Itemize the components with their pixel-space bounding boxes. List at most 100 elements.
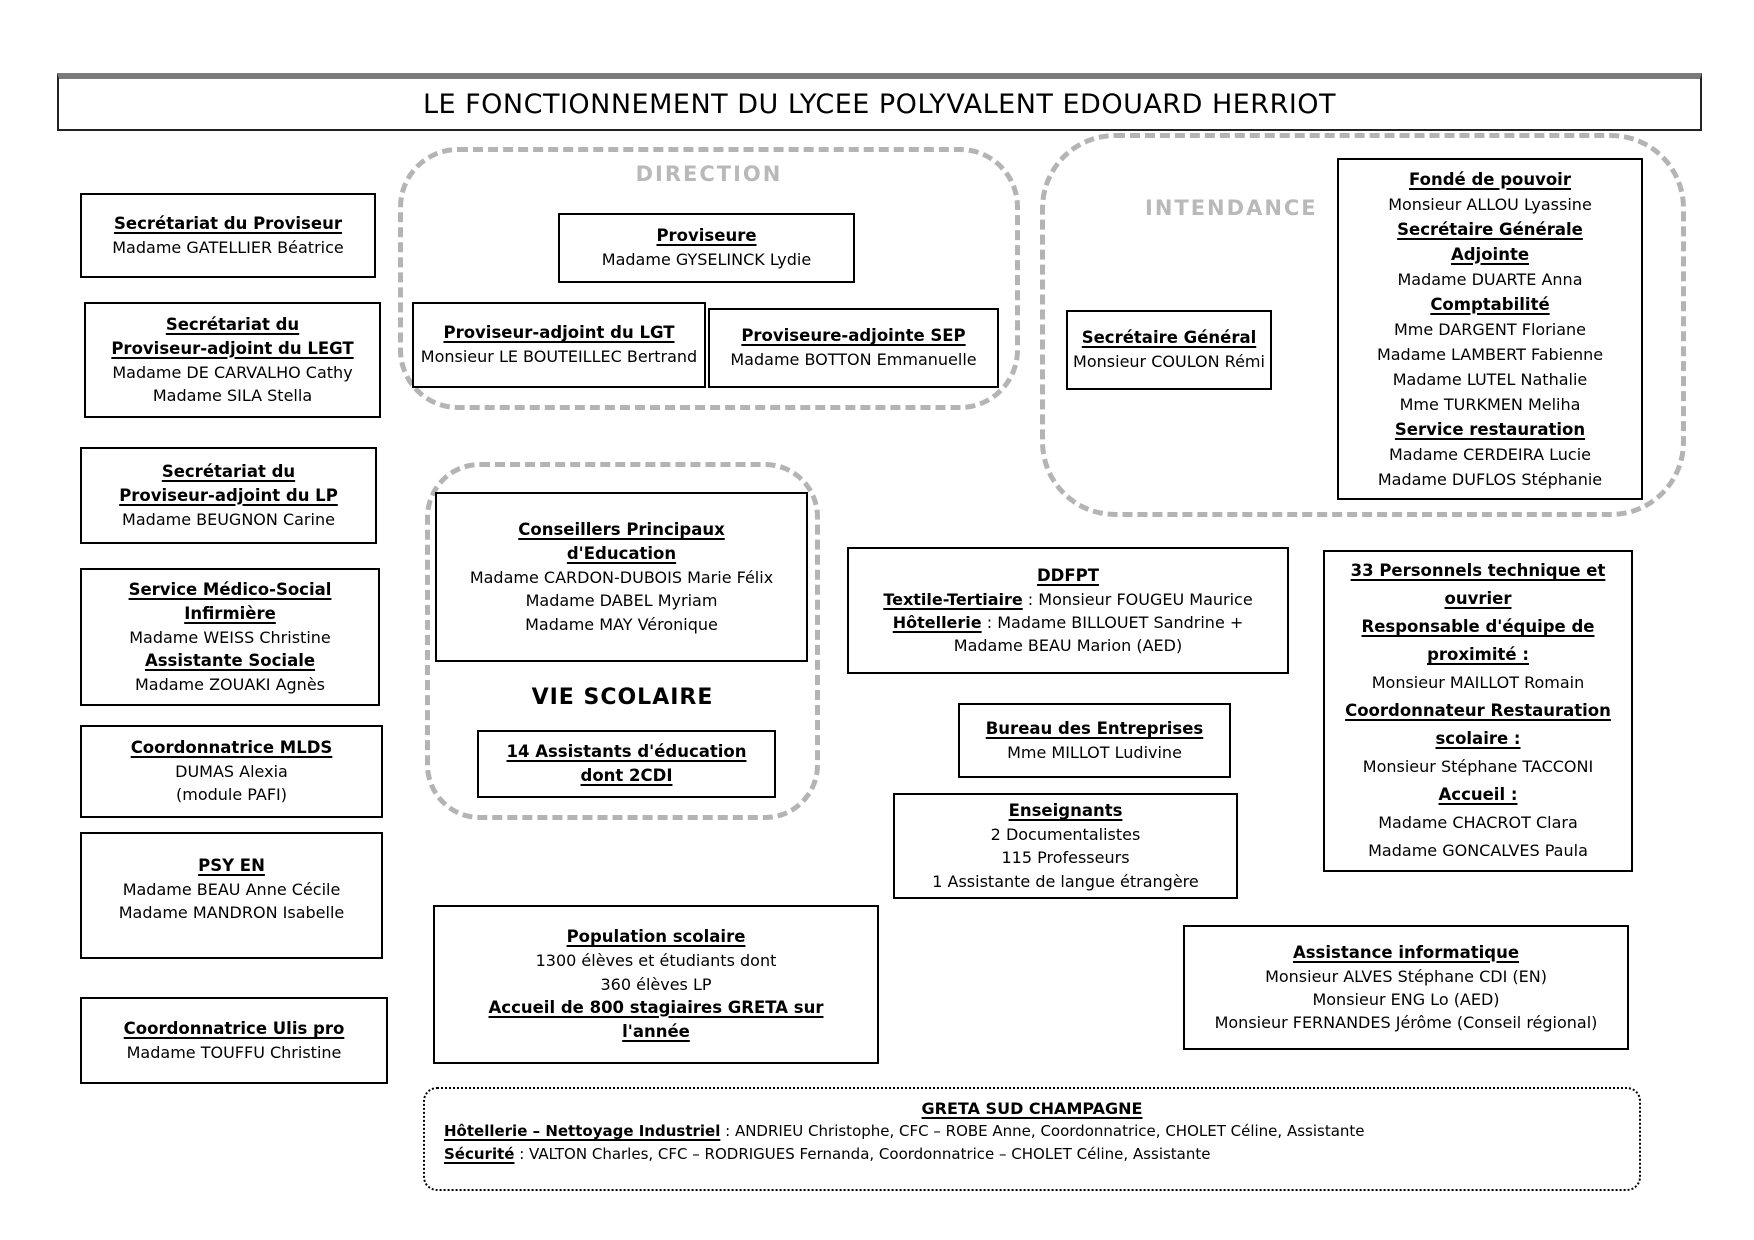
region-direction: DIRECTION xyxy=(398,147,1020,410)
box-line: 1 Assistante de langue étrangère xyxy=(932,871,1199,891)
box-line: Proviseur-adjoint du LP xyxy=(119,485,338,505)
box-line: Accueil de 800 stagiaires GRETA sur xyxy=(488,997,824,1017)
box-line: Secrétariat du xyxy=(161,461,296,481)
box-line: l'année xyxy=(622,1021,690,1041)
box-line: Assistante Sociale xyxy=(144,650,316,670)
box-line: Madame GONCALVES Paula xyxy=(1368,841,1588,860)
box-line: Madame DE CARVALHO Cathy xyxy=(112,362,353,382)
box-line: Monsieur Stéphane TACCONI xyxy=(1362,757,1594,776)
box-line: Madame MAY Véronique xyxy=(525,614,718,634)
box-line: Monsieur ALVES Stéphane CDI (EN) xyxy=(1265,966,1547,986)
box-line: dont 2CDI xyxy=(580,766,673,785)
box-line: Proviseur-adjoint du LGT xyxy=(443,323,675,343)
box-line: ouvrier xyxy=(1444,589,1512,608)
box-line: Mme MILLOT Ludivine xyxy=(1007,742,1182,762)
box-line: (module PAFI) xyxy=(175,785,288,805)
box-line: Madame SILA Stella xyxy=(152,385,313,405)
box-greta-sud-champagne: GRETA SUD CHAMPAGNE Hôtellerie – Nettoyag… xyxy=(423,1087,1641,1191)
box-line: Adjointe xyxy=(1450,244,1530,264)
box-line: Accueil : xyxy=(1438,785,1518,804)
box-line: GRETA SUD CHAMPAGNE xyxy=(921,1099,1143,1118)
box-line-text: : VALTON Charles, CFC – RODRIGUES Fernan… xyxy=(514,1145,1211,1163)
box-line: Madame DUARTE Anna xyxy=(1397,269,1583,289)
box-line: Service restauration xyxy=(1394,419,1586,439)
box-line: Madame LAMBERT Fabienne xyxy=(1376,344,1604,364)
box-line: scolaire : xyxy=(1435,729,1521,748)
box-line: Hôtellerie : Madame BILLOUET Sandrine + xyxy=(854,611,1282,634)
box-line: Monsieur LE BOUTEILLEC Bertrand xyxy=(420,347,698,367)
box-line: Madame GYSELINCK Lydie xyxy=(601,250,812,270)
box-line: 33 Personnels technique et xyxy=(1350,561,1606,580)
box-line: Mme TURKMEN Meliha xyxy=(1399,394,1581,414)
box-line: 14 Assistants d'éducation xyxy=(506,742,747,762)
box-line: Madame CHACROT Clara xyxy=(1378,813,1578,832)
box-line: 1300 élèves et étudiants dont xyxy=(535,951,777,971)
box-line: Bureau des Entreprises xyxy=(985,718,1204,738)
box-line: 115 Professeurs xyxy=(1001,848,1130,868)
box-line: Coordonnatrice Ulis pro xyxy=(123,1018,345,1038)
box-line: Madame CERDEIRA Lucie xyxy=(1389,444,1591,464)
box-line: proximité : xyxy=(1427,645,1529,664)
box-line: Secrétaire Général xyxy=(1081,328,1257,348)
page-title-box: LE FONCTIONNEMENT DU LYCEE POLYVALENT ED… xyxy=(57,73,1702,131)
box-line-text: : ANDRIEU Christophe, CFC – ROBE Anne, C… xyxy=(720,1122,1365,1140)
vie-scolaire-label: VIE SCOLAIRE xyxy=(531,685,714,710)
box-line: Sécurité : VALTON Charles, CFC – RODRIGU… xyxy=(430,1143,1634,1166)
box-line: Infirmière xyxy=(184,603,276,623)
box-line: Fondé de pouvoir xyxy=(1409,169,1571,189)
box-line: Madame BEAU Anne Cécile xyxy=(122,879,341,899)
box-line-text: : Madame BILLOUET Sandrine + xyxy=(981,612,1244,632)
box-line: Coordonnatrice MLDS xyxy=(130,738,333,758)
box-line: Proviseure-adjointe SEP xyxy=(741,326,966,346)
intendance-label: INTENDANCE xyxy=(1145,196,1318,220)
box-enseignants: Enseignants 2 Documentalistes 115 Professe… xyxy=(893,793,1238,899)
box-line: Enseignants xyxy=(1008,801,1123,821)
box-line: Monsieur ENG Lo (AED) xyxy=(1312,989,1500,1009)
box-line: Madame TOUFFU Christine xyxy=(126,1042,342,1062)
box-line: Madame BEUGNON Carine xyxy=(122,509,335,529)
box-line: d'Education xyxy=(566,544,677,564)
box-line: Textile-Tertiaire : Monsieur FOUGEU Maur… xyxy=(854,588,1282,611)
box-line: Secrétaire Générale xyxy=(1397,219,1583,239)
box-line-text: : Monsieur FOUGEU Maurice xyxy=(1022,589,1253,609)
box-line: Madame ZOUAKI Agnès xyxy=(134,674,325,694)
box-line-label: Hôtellerie xyxy=(892,612,982,632)
box-line: Hôtellerie – Nettoyage Industriel : ANDR… xyxy=(430,1120,1634,1143)
box-line: Monsieur MAILLOT Romain xyxy=(1371,673,1585,692)
box-proviseure-adjointe-sep: Proviseure-adjointe SEP Madame BOTTON Emm… xyxy=(708,308,999,388)
box-line: Conseillers Principaux xyxy=(518,520,725,540)
box-line: Proviseure xyxy=(656,226,757,246)
box-assistants-education: 14 Assistants d'éducation dont 2CDI xyxy=(477,730,776,798)
box-line: PSY EN xyxy=(198,856,265,875)
box-line: Mme DARGENT Floriane xyxy=(1393,319,1586,339)
box-line: Madame DUFLOS Stéphanie xyxy=(1377,469,1603,489)
box-line: 2 Documentalistes xyxy=(990,825,1141,845)
box-line: Madame DABEL Myriam xyxy=(525,591,718,611)
box-proviseur-adjoint-lgt: Proviseur-adjoint du LGT Monsieur LE BOUT… xyxy=(412,302,706,388)
box-line-label: Textile-Tertiaire xyxy=(883,589,1023,609)
box-line: Madame BEAU Marion (AED) xyxy=(953,636,1183,656)
box-line: Population scolaire xyxy=(566,927,746,947)
box-line: Madame BOTTON Emmanuelle xyxy=(730,350,977,370)
region-vie-scolaire: VIE SCOLAIRE xyxy=(425,462,820,820)
page-title: LE FONCTIONNEMENT DU LYCEE POLYVALENT ED… xyxy=(422,88,1337,120)
box-line: Responsable d'équipe de xyxy=(1361,617,1595,636)
box-secretariat-adjoint-lp: Secrétariat du Proviseur-adjoint du LP Mad… xyxy=(80,447,377,544)
box-line: Assistance informatique xyxy=(1292,942,1520,962)
box-line: Madame LUTEL Nathalie xyxy=(1392,369,1588,389)
box-line: Madame GATELLIER Béatrice xyxy=(112,237,344,257)
box-line: Secrétariat du xyxy=(165,314,300,334)
